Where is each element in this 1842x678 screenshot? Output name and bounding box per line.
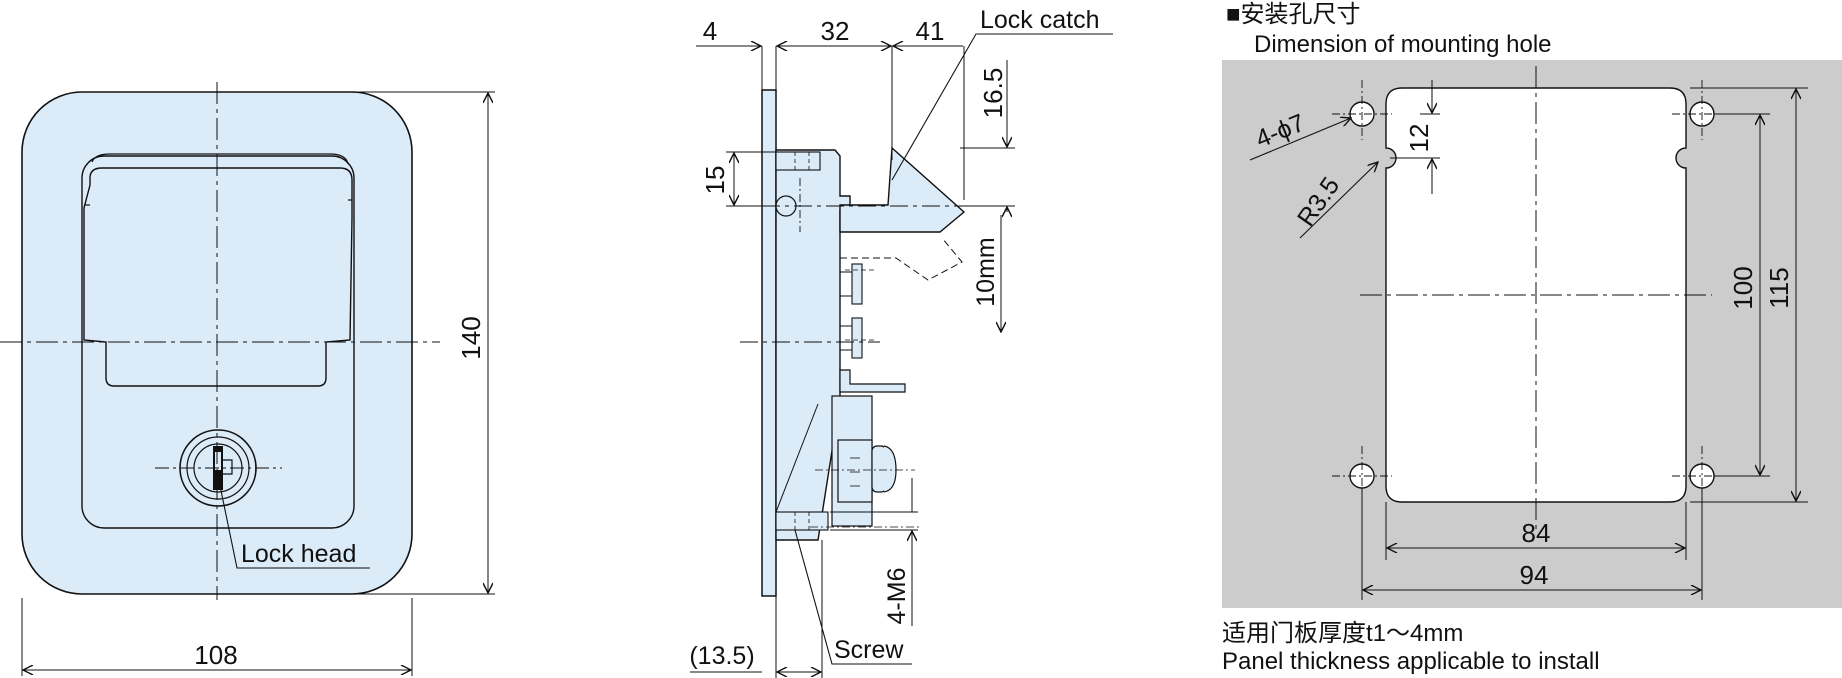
hole-callout-leader (1249, 118, 1351, 161)
lock-catch (839, 146, 966, 233)
mounting-title-cn: ■安装孔尺寸 (1226, 1, 1361, 28)
dim-4-m6-text: 4-M6 (883, 568, 911, 625)
stud-upper (851, 263, 863, 305)
panel-thickness-note-cn: 适用门板厚度t1～4mm (1222, 620, 1464, 647)
handle-top-frame (91, 153, 349, 165)
dim-140-text: 140 (456, 316, 486, 359)
screw-label: Screw (834, 636, 904, 664)
lock-catch-leader (891, 33, 1113, 181)
dim-108-text: 108 (194, 640, 237, 670)
dim-16-5-text: 16.5 (978, 68, 1008, 119)
front-view: Lock head 108 140 (0, 82, 495, 676)
mounting-hole-view: ■安装孔尺寸 Dimension of mounting hole 12 4-ϕ… (1222, 1, 1842, 608)
top-screw-boss (775, 151, 821, 171)
dim-94-text: 94 (1520, 560, 1549, 590)
lock-catch-retracted (840, 237, 963, 281)
dim-4-text: 4 (703, 16, 717, 46)
handle-paddle (83, 167, 353, 387)
dim-10mm-text: 10mm (972, 237, 1000, 306)
dim-12-text: 12 (1404, 124, 1434, 153)
dim-115-text: 115 (1764, 267, 1794, 308)
dim-15-text: 15 (700, 166, 730, 195)
dim-13-5-text: (13.5) (689, 642, 754, 670)
screw-leader (794, 529, 912, 665)
radius-callout-leader (1299, 162, 1378, 239)
panel-thickness-note-en: Panel thickness applicable to install (1222, 648, 1600, 675)
flange (761, 89, 777, 597)
dim-41-text: 41 (916, 16, 945, 46)
bottom-screw-boss (775, 511, 829, 531)
stud-middle (851, 317, 863, 359)
side-view: 4 32 41 Lock catch 16.5 10mm 15 4-M6 (13… (689, 6, 1113, 678)
dim-32-text: 32 (821, 16, 850, 46)
dim-100-text: 100 (1728, 266, 1758, 309)
lock-head-leader (217, 475, 370, 569)
dim-84-text: 84 (1522, 518, 1551, 548)
mounting-bracket (839, 369, 906, 393)
lock-head-label: Lock head (241, 540, 356, 568)
mounting-title-en: Dimension of mounting hole (1254, 31, 1552, 58)
lock-catch-label: Lock catch (980, 6, 1100, 34)
